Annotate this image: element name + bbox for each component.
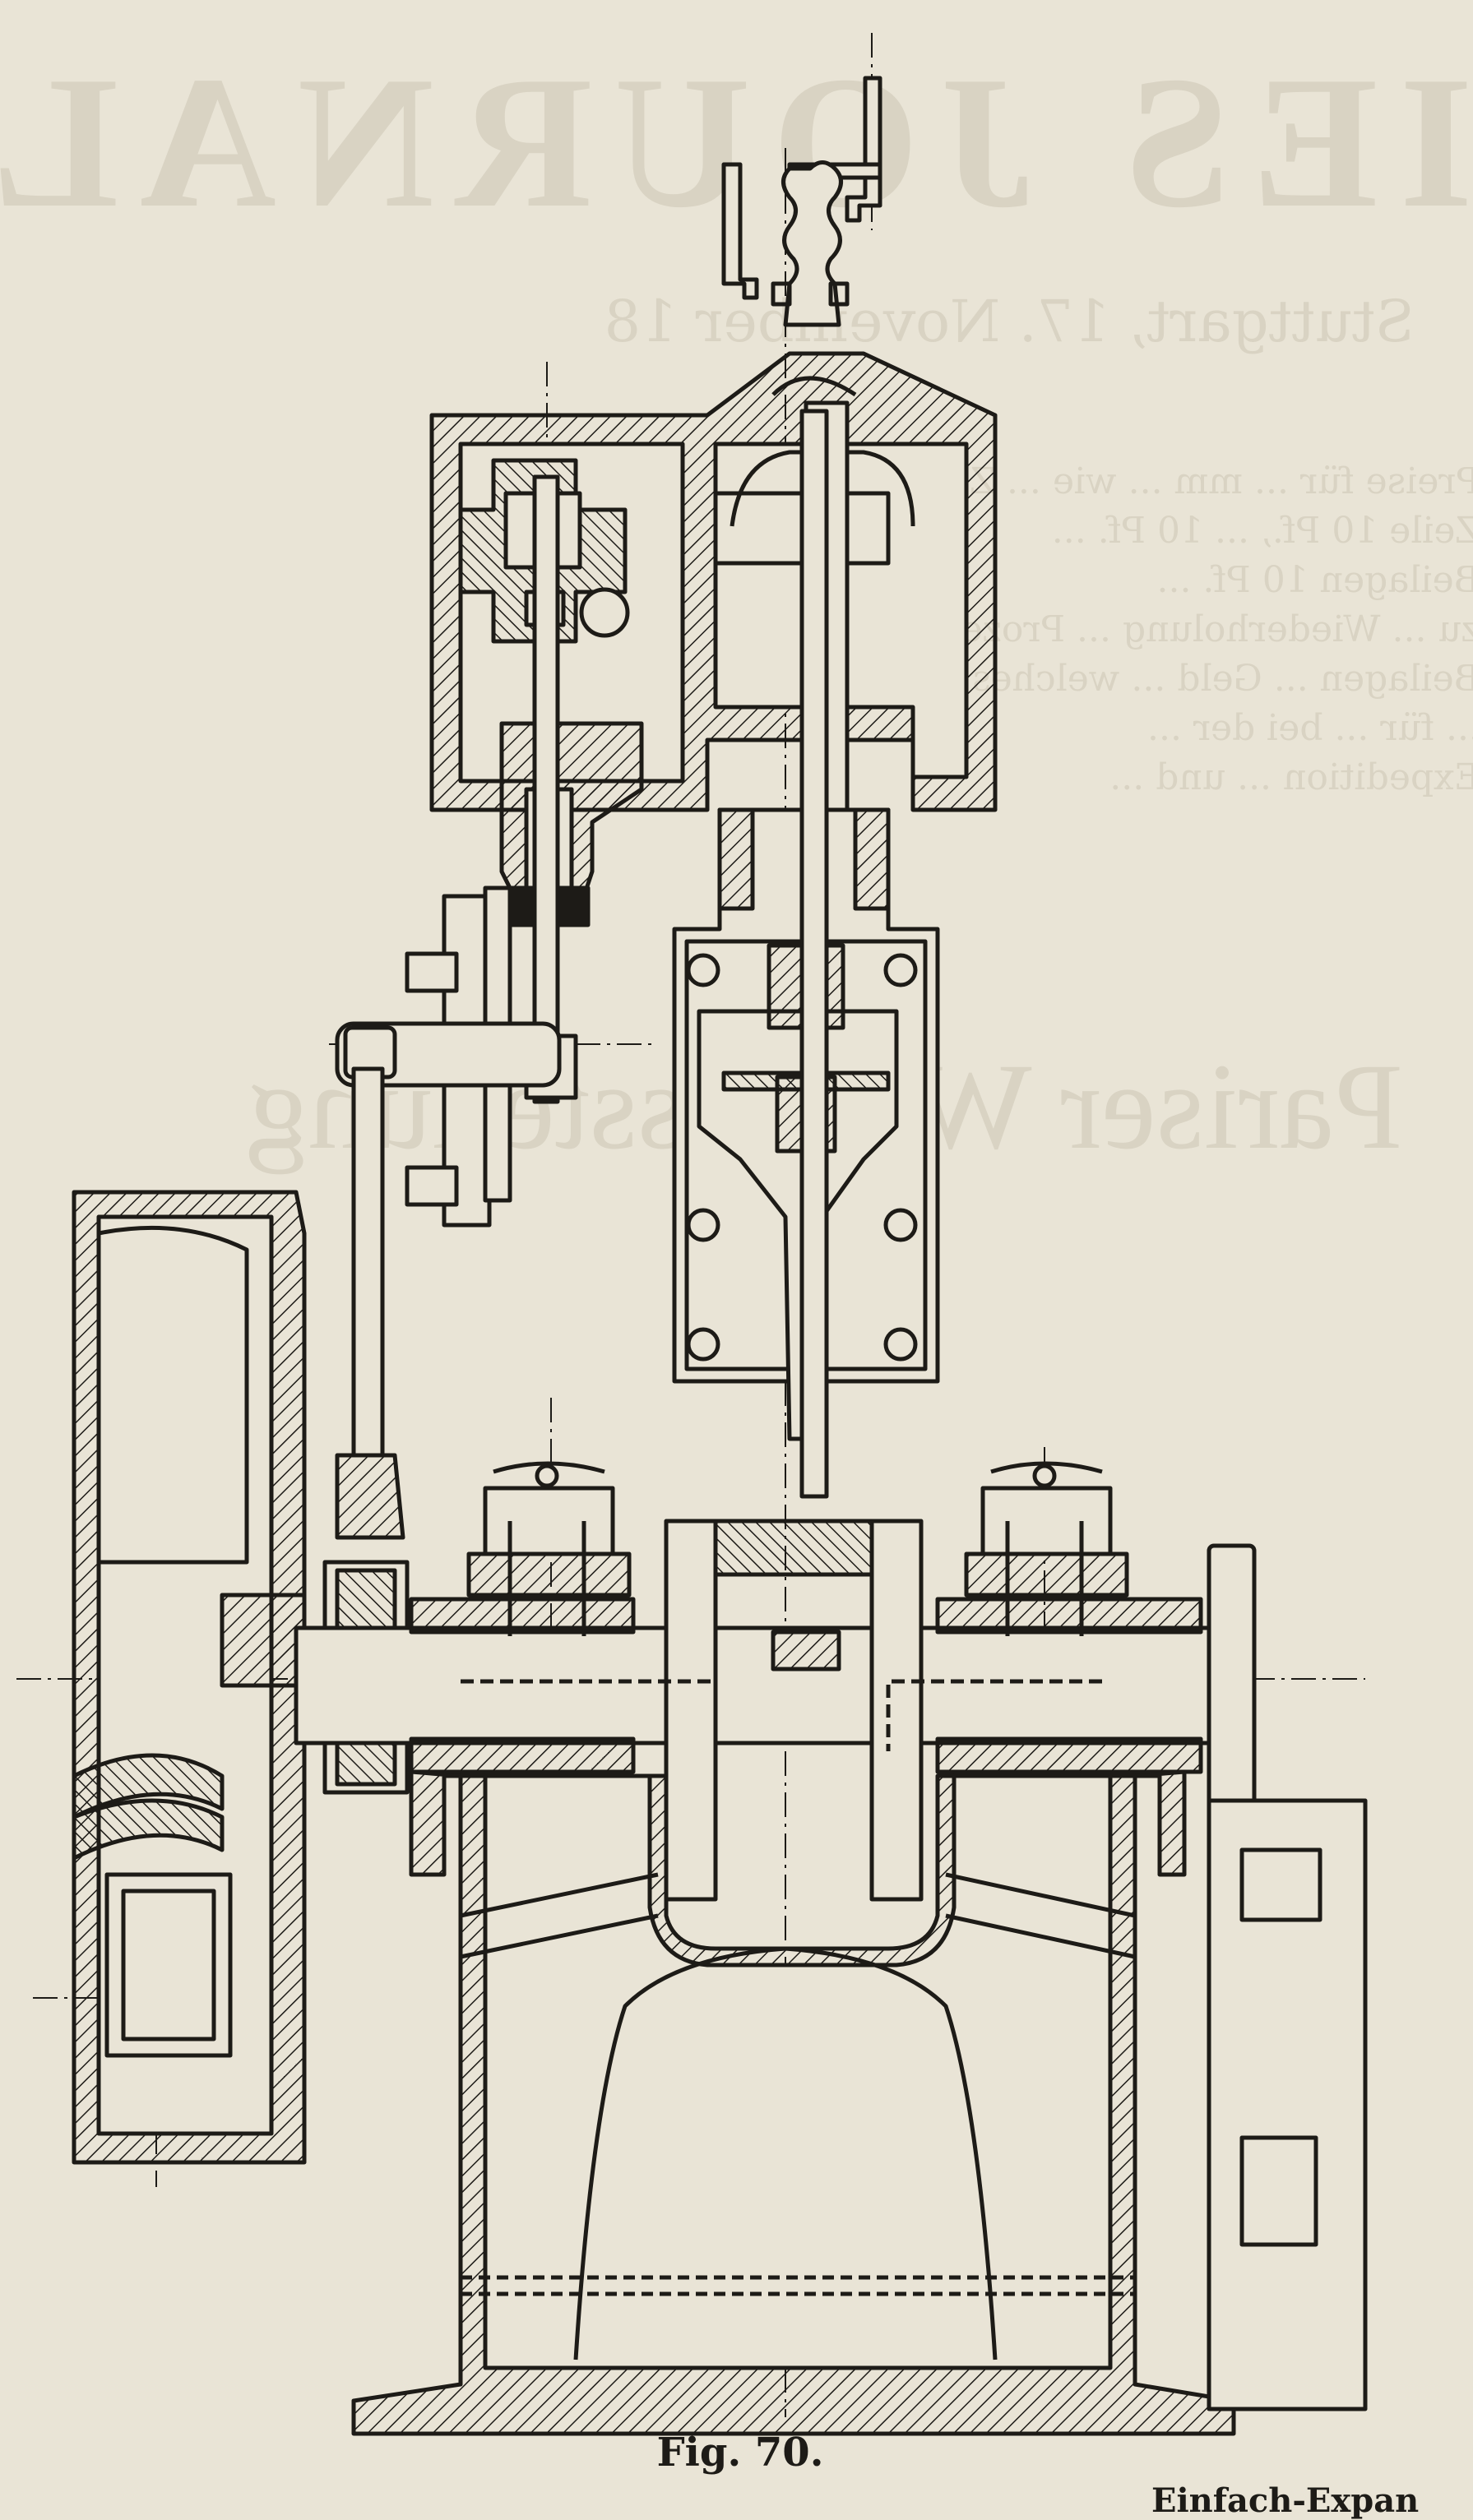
- piston-rod: [799, 409, 829, 1499]
- bedplate: [351, 1769, 1236, 2436]
- valve-rod: [524, 474, 578, 1104]
- figure-caption: Fig. 70.: [656, 2430, 824, 2476]
- footer-running-text: Einfach-Expan: [1151, 2481, 1420, 2520]
- engine-section-drawing: [16, 33, 1368, 2436]
- top-valve-handles: [721, 76, 882, 327]
- page: IES JOURNAL Stuttgart, 17. November 18 P…: [0, 33, 1473, 2520]
- crankshaft: [294, 1519, 1257, 1902]
- side-bracket: [1207, 1798, 1368, 2411]
- flywheel: [72, 1190, 307, 2165]
- oil-cups: [466, 1461, 1129, 1636]
